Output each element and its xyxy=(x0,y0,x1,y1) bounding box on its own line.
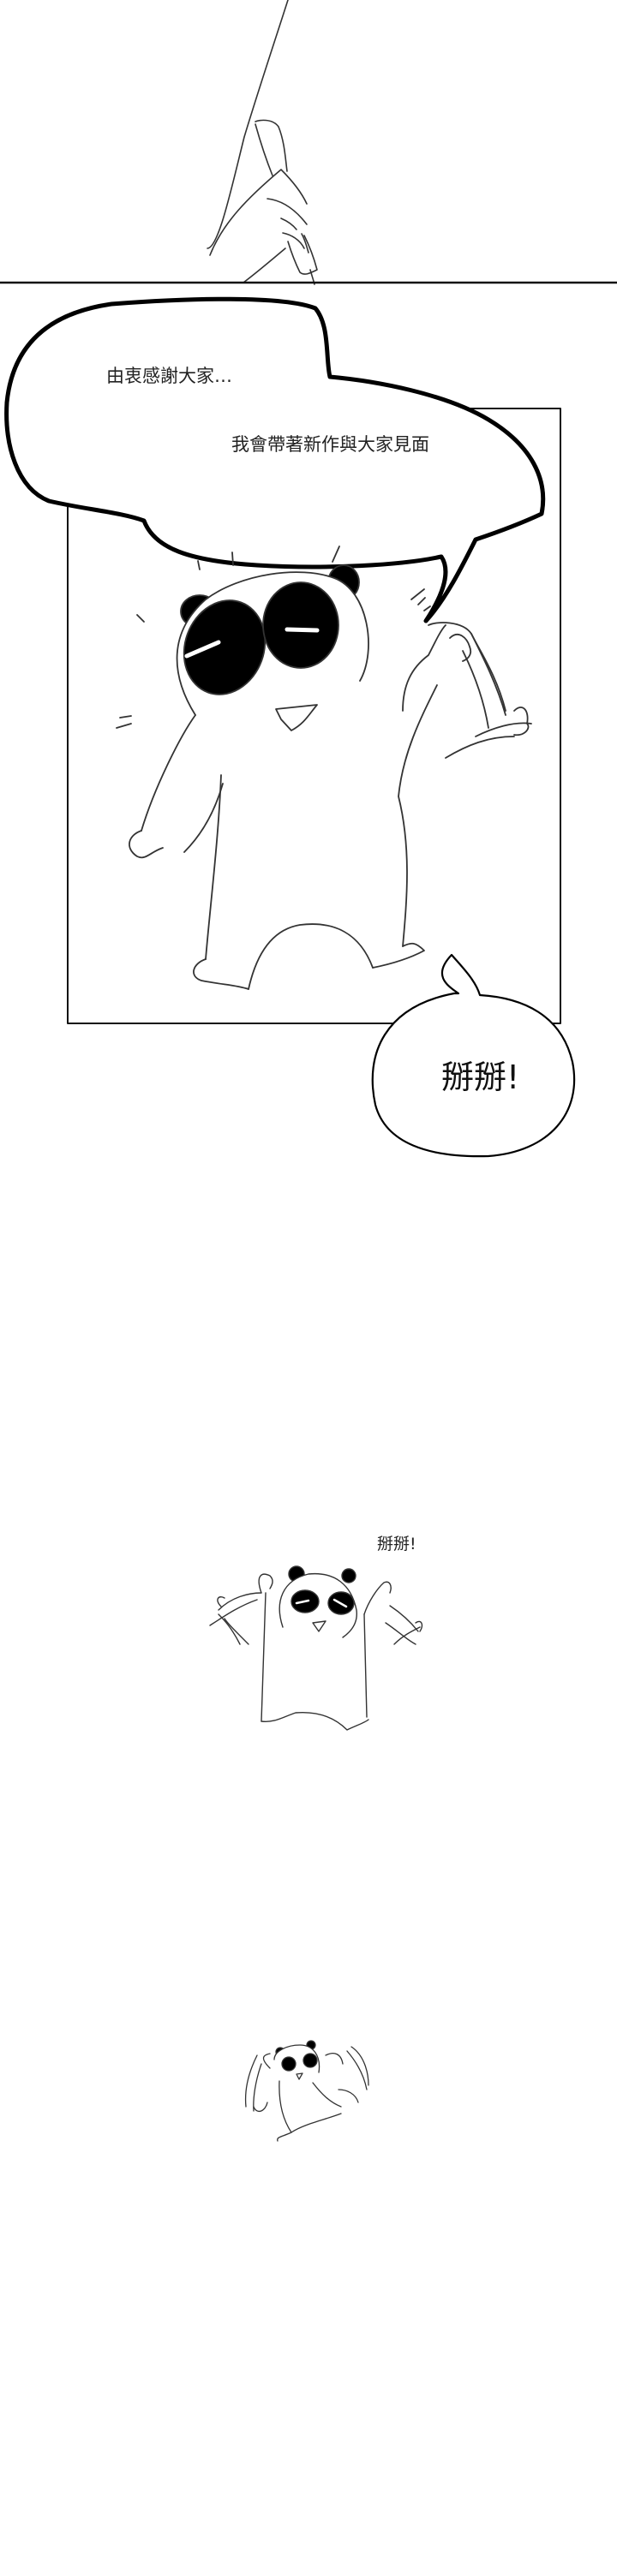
bye-bubble-text: 掰掰! xyxy=(441,1058,520,1096)
panda-waving-illustration xyxy=(116,546,532,990)
hand-pen-illustration xyxy=(207,0,318,285)
small-bye-caption: 掰掰! xyxy=(377,1535,416,1553)
tiny-panda-illustration xyxy=(244,2040,369,2142)
bubble-line-thanks: 由衷感謝大家… xyxy=(106,366,232,386)
small-panda-illustration xyxy=(209,1565,423,1731)
speech-bubble-bye xyxy=(371,953,576,1158)
bubble-line-new-work: 我會帶著新作與大家見面 xyxy=(231,434,429,455)
speech-bubble-main xyxy=(4,296,546,623)
